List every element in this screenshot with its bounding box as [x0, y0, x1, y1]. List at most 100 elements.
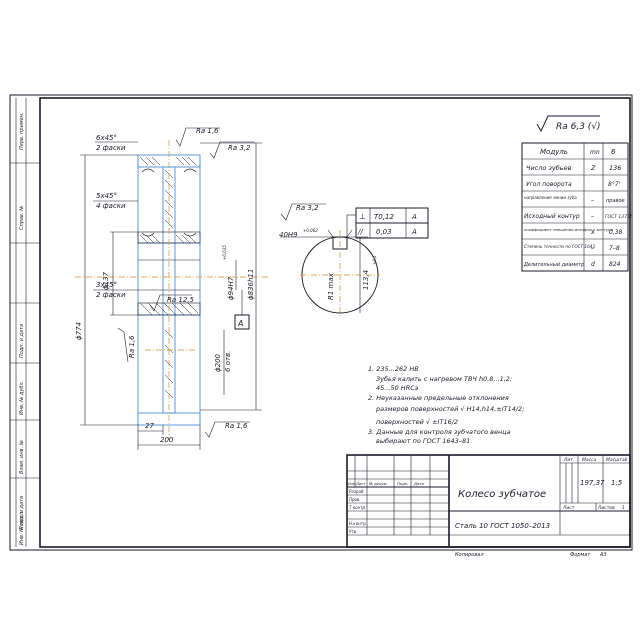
param-symbol-1: Z [590, 164, 596, 172]
tolerance-frames [346, 207, 429, 240]
general-roughness: Ra 6,3 (√) [536, 115, 601, 133]
left-label-3: Н.контр. [349, 521, 367, 526]
left-label-0: Разраб. [349, 489, 365, 494]
d200-text: ϕ200 [214, 353, 222, 372]
roughness-general-text: Ra 6,3 (√) [556, 121, 601, 132]
mass-value: 197,37 [580, 479, 605, 487]
tol1-val: T0,12 [374, 213, 394, 221]
param-value-1: 136 [609, 164, 621, 172]
param-name-0: Модуль [540, 148, 568, 156]
datum-a: A [234, 290, 250, 330]
tol2-val: 0,03 [376, 228, 392, 236]
tol2-base: A [411, 228, 417, 236]
strip-label-6: Инв. № подл. [19, 511, 25, 546]
note-line-4: размеров поверхностей √ H14,h14,±IT14/2; [375, 405, 524, 413]
note-line-3: 2. Неуказанные предельные отклонения [368, 394, 509, 402]
outer-frame [9, 94, 633, 551]
row-label-4: Дата [413, 481, 425, 486]
datum-a-text: A [237, 319, 243, 328]
tol2-sym: // [357, 228, 363, 236]
row-label-1: Лист [355, 481, 366, 486]
lit-label: Лит. [563, 457, 574, 463]
param-name-3: направление линии зуба [524, 195, 577, 200]
ra125-sign [149, 294, 192, 312]
strip-label-1: Справ. № [19, 206, 25, 230]
param-name-4: Исходный контур [524, 213, 580, 220]
r-small-text: R1 max [327, 272, 335, 300]
strip-label-5: Подп. и дата [19, 496, 25, 530]
left-label-4: Утв. [349, 529, 357, 534]
title-block [346, 454, 631, 548]
bore-text: ϕ94H7 [227, 276, 235, 300]
w200-text: 200 [160, 436, 174, 444]
inner-frame [39, 97, 631, 548]
dimension-lines [80, 141, 262, 450]
left-label-2: Т.контр. [349, 505, 366, 510]
note-line-5: поверхностей √ ±IT16/2 [376, 418, 458, 426]
left-label-1: Пров. [349, 497, 361, 502]
w27-text: 27 [145, 422, 154, 430]
ra16-bottom-text: Ra 1,6 [225, 422, 248, 430]
sheets-label: Листов [597, 505, 615, 511]
d137-text: ϕ137 [102, 271, 110, 290]
ra32-top-sign [209, 141, 255, 159]
row-label-3: Подп. [397, 481, 409, 486]
d774-text: ϕ774 [75, 322, 83, 340]
note-line-1: Зубья калить с нагревом ТВЧ h0,8...1,2; [376, 375, 512, 383]
d200-note: 6 отв. [224, 351, 232, 372]
key-depth-tol-text: +0,1 [372, 255, 377, 265]
note-line-2: 45...50 HRCэ [376, 384, 419, 392]
param-name-6: Степень точности по ГОСТ 1643 [524, 244, 595, 249]
note-line-6: 3. Данные для контроля зубчатого венца [368, 428, 511, 436]
ra16-left-sign [117, 327, 129, 363]
sheets-value: 1 [622, 505, 625, 511]
keyway-view [280, 203, 380, 318]
ra16-top-sign [175, 127, 220, 147]
param-symbol-4: – [591, 213, 594, 220]
strip-label-3: Инв. № дубл. [19, 381, 25, 415]
ra16-bottom-sign [204, 421, 250, 438]
key-tol-text: +0,062 [303, 228, 318, 233]
bore-tol-text: +0,035 [222, 245, 227, 260]
params-table: Модуль mn 6 Число зубьев Z 136 Угол пово… [521, 142, 633, 272]
ra32-top-text: Ra 3,2 [228, 144, 251, 152]
ra32-key-text: Ra 3,2 [296, 204, 319, 212]
param-value-6: 7–8 [609, 245, 620, 252]
param-value-2: 8°7' [608, 181, 621, 188]
mass-label: Масса [582, 457, 597, 463]
format-value: A3 [599, 552, 607, 558]
tol1-base: A [411, 213, 417, 221]
title-name: Колесо зубчатое [458, 488, 546, 500]
chamfer3-note: 2 фаски [96, 291, 126, 299]
key-depth-text: 113,4 [362, 270, 370, 290]
note-line-0: 1. 235...262 HB [368, 365, 419, 373]
param-name-1: Число зубьев [526, 164, 572, 172]
param-name-7: Делительный диаметр [523, 262, 584, 268]
ra16-left-text: Ra 1,6 [128, 335, 136, 358]
param-value-3: правое [606, 198, 625, 204]
format-label: Формат [570, 552, 591, 558]
param-value-7: 824 [609, 261, 621, 268]
chamfer1-val: 6x45° [96, 134, 117, 142]
gear-section-view [75, 140, 268, 440]
chamfer3-val: 3x45° [96, 281, 117, 289]
note-line-7: выбирают по ГОСТ 1643–81 [376, 437, 470, 445]
param-symbol-0: mn [590, 149, 600, 156]
param-value-4: ГОСТ 13755 [605, 214, 633, 220]
chamfer2-val: 5x45° [96, 192, 117, 200]
copied-label: Копировал [455, 552, 484, 558]
param-symbol-6: – [591, 245, 594, 252]
scale-label: Масштаб [606, 457, 628, 463]
param-value-5: 0,38 [609, 229, 623, 236]
chamfer1-note: 2 фаски [96, 144, 126, 152]
param-name-5: коэффициент смещения исходного контура [524, 227, 614, 232]
param-name-2: Угол поворота [526, 181, 572, 188]
row-label-0: Изм. [348, 481, 357, 486]
row-label-2: № докум. [368, 481, 388, 486]
ra125-text: Ra 12,5 [167, 296, 195, 304]
param-symbol-7: d [591, 261, 595, 268]
param-symbol-3: – [591, 197, 594, 204]
strip-label-4: Взам. инв. № [19, 440, 25, 474]
d836-text: ϕ836h11 [247, 269, 255, 300]
